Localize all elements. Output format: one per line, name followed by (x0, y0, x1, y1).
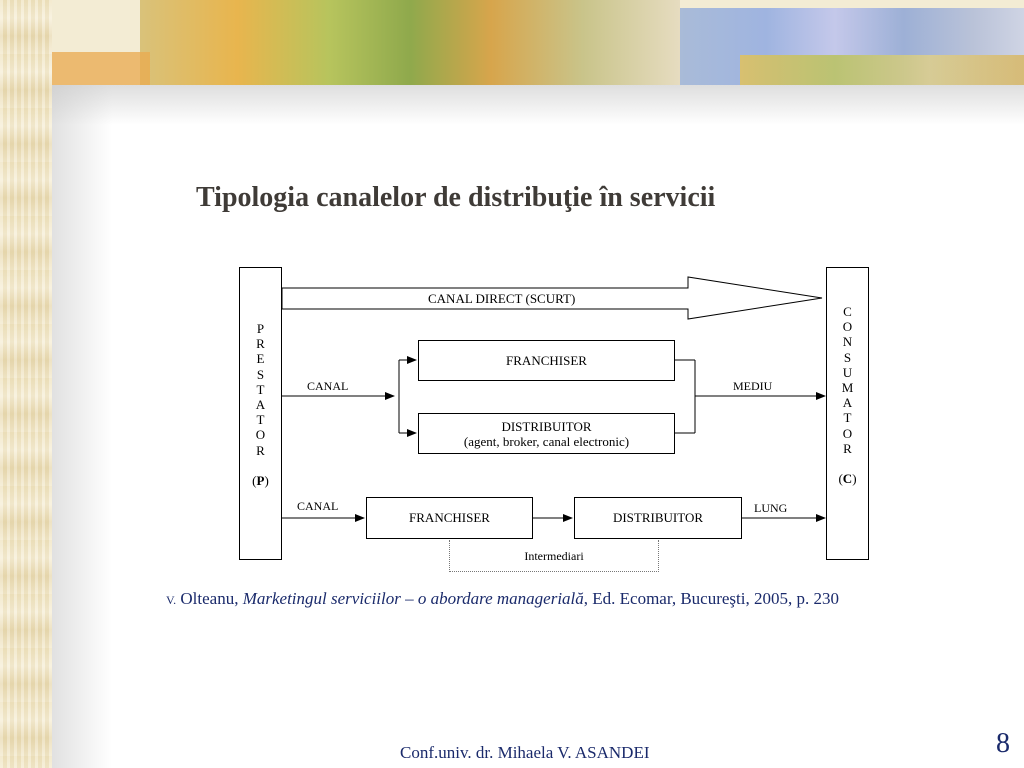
prestator-letter: A (255, 397, 266, 413)
citation-author-initial: V. (166, 593, 177, 607)
long-channel-right-label: LUNG (754, 501, 788, 515)
consumator-letters: C O N S U M A T O R (C) (827, 304, 868, 486)
medium-distributor-detail: (agent, broker, canal electronic) (463, 433, 630, 449)
consumator-letter: U (842, 364, 853, 380)
banner-shadow (52, 85, 1024, 125)
long-franchiser-box: FRANCHISER (366, 497, 533, 539)
direct-channel-label: CANAL DIRECT (SCURT) (428, 291, 576, 306)
prestator-letter: S (256, 366, 265, 382)
prestator-box: P R E S T A T O R (P) (239, 267, 282, 560)
medium-channel-right-label: MEDIU (733, 379, 773, 393)
page-number: 8 (996, 728, 1010, 759)
prestator-code: (P) (252, 472, 269, 488)
intermediaries-label: Intermediari (524, 549, 584, 563)
prestator-letters: P R E S T A T O R (P) (240, 321, 281, 488)
consumator-letter: M (841, 380, 854, 396)
banner-grass-accent (740, 55, 1024, 85)
prestator-letter: P (256, 321, 265, 336)
citation-author: Olteanu, (176, 589, 243, 608)
consumator-letter: O (842, 319, 853, 335)
consumator-letter: T (843, 410, 852, 426)
slide-title: Tipologia canalelor de distribuţie în se… (196, 182, 716, 213)
consumator-letter: O (842, 425, 853, 441)
long-distributor-box: DISTRIBUITOR (574, 497, 742, 539)
medium-franchiser-box: FRANCHISER (418, 340, 675, 381)
prestator-letter: E (256, 351, 265, 367)
side-shadow (52, 85, 112, 768)
consumator-letter: S (843, 349, 852, 365)
prestator-letter: O (255, 427, 266, 443)
top-banner (0, 0, 1024, 85)
citation-publisher: , Ed. Ecomar, Bucureşti, 2005, p. 230 (583, 589, 839, 608)
long-franchiser-label: FRANCHISER (409, 510, 490, 525)
consumator-letter: A (842, 395, 853, 411)
prestator-letter: R (256, 336, 265, 352)
medium-channel-left-label: CANAL (307, 379, 349, 393)
consumator-box: C O N S U M A T O R (C) (826, 267, 869, 560)
prestator-letter: T (256, 412, 265, 428)
intermediaries-bracket: Intermediari (449, 540, 659, 572)
prestator-letter: R (256, 442, 265, 458)
prestator-letter: T (256, 381, 265, 397)
long-channel-left-label: CANAL (297, 499, 339, 513)
direct-channel-arrow (281, 276, 823, 320)
medium-distributor-label: DISTRIBUITOR (501, 418, 592, 434)
citation-book-title: Marketingul serviciilor – o abordare man… (242, 589, 584, 608)
left-texture-strip (0, 0, 52, 768)
consumator-letter: C (843, 304, 852, 319)
medium-franchiser-label: FRANCHISER (506, 352, 587, 368)
consumator-code: (C) (838, 471, 857, 487)
banner-leaf-image (140, 0, 680, 85)
long-distributor-label: DISTRIBUITOR (612, 510, 704, 525)
medium-distributor-box: DISTRIBUITOR (agent, broker, canal elect… (418, 413, 675, 454)
consumator-letter: R (843, 440, 852, 456)
source-citation: V. Olteanu, Marketingul serviciilor – o … (166, 589, 839, 609)
footer-author: Conf.univ. dr. Mihaela V. ASANDEI (400, 743, 650, 762)
consumator-letter: N (842, 334, 853, 350)
